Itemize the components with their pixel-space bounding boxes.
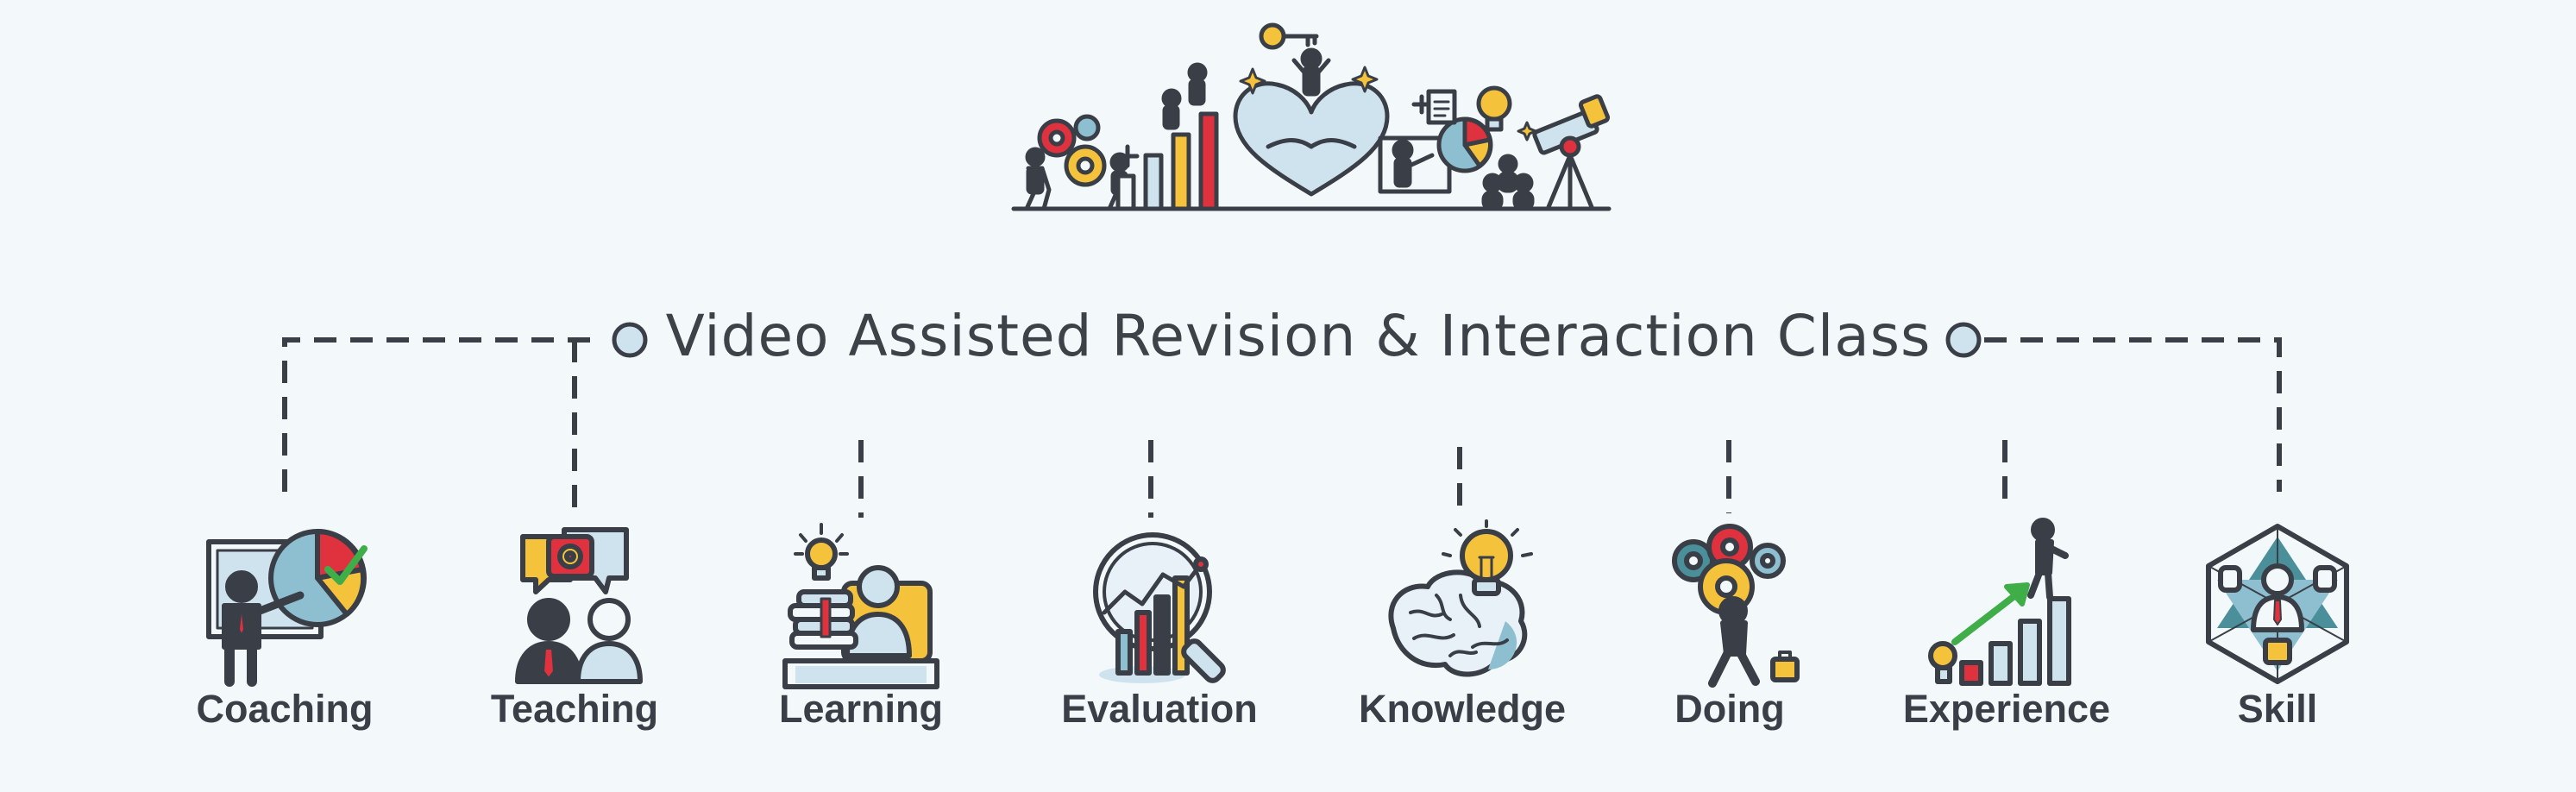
node-knowledge: Knowledge xyxy=(1333,518,1592,742)
person-carrying-gears-icon xyxy=(1672,524,1800,688)
node-skill: Skill xyxy=(2148,518,2407,742)
node-label-skill: Skill xyxy=(2237,687,2318,731)
node-experience: Experience xyxy=(1877,518,2136,742)
title-left-dot xyxy=(612,322,648,358)
telescope-icon xyxy=(1532,94,1611,210)
node-teaching: Teaching xyxy=(445,518,704,742)
presentation-pie-chart-icon xyxy=(206,529,368,687)
heart-handshake-icon xyxy=(1233,81,1390,197)
growth-stairs-icon xyxy=(1928,518,2071,686)
node-label-experience: Experience xyxy=(1902,687,2111,731)
magnifier-chart-icon xyxy=(1093,532,1226,683)
presentation-pie-chart-icon xyxy=(1378,116,1493,194)
student-books-idea-icon xyxy=(782,523,939,689)
diagram-title: Video Assisted Revision & Interaction Cl… xyxy=(665,303,1932,369)
node-label-coaching: Coaching xyxy=(196,687,374,731)
speech-bubbles-people-icon xyxy=(515,527,643,684)
person-with-key-icon xyxy=(1291,47,1331,97)
connector-right-top xyxy=(1984,337,2282,492)
key-icon xyxy=(1259,22,1319,50)
brain-lightbulb-icon xyxy=(1388,519,1533,677)
node-learning: Learning xyxy=(732,518,990,742)
node-label-knowledge: Knowledge xyxy=(1358,687,1566,731)
document-icon xyxy=(1426,89,1457,125)
group-icon xyxy=(1481,154,1535,211)
sparkle-icon xyxy=(1239,66,1537,141)
node-doing: Doing xyxy=(1600,518,1859,742)
node-label-doing: Doing xyxy=(1674,687,1785,731)
connector-left-top xyxy=(282,337,604,492)
node-label-evaluation: Evaluation xyxy=(1061,687,1258,731)
node-evaluation: Evaluation xyxy=(1030,518,1289,742)
node-coaching: Coaching xyxy=(155,518,414,742)
hexagon-leader-icon xyxy=(2206,524,2349,684)
node-label-teaching: Teaching xyxy=(490,687,659,731)
node-label-learning: Learning xyxy=(778,687,944,731)
lightbulb-icon xyxy=(1476,85,1512,132)
gears-icon xyxy=(1037,114,1107,187)
title-right-dot xyxy=(1945,322,1982,358)
hero-illustration xyxy=(1011,22,1612,211)
climbing-bar-chart-icon xyxy=(1115,62,1219,211)
